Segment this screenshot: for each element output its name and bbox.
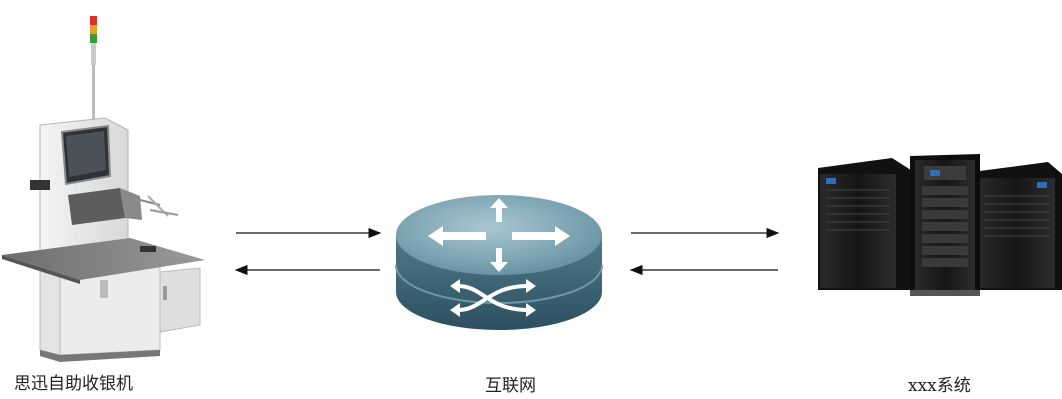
router-label: 互联网 (485, 376, 536, 396)
router-icon (395, 195, 603, 330)
self-checkout-kiosk-icon (2, 16, 205, 362)
kiosk-label: 思迅自助收银机 (14, 374, 133, 394)
server-tower-icon (818, 154, 1062, 296)
servers-label: xxx系统 (908, 376, 971, 396)
router-node (388, 180, 610, 336)
kiosk-node (0, 10, 210, 362)
servers-node (812, 150, 1062, 296)
